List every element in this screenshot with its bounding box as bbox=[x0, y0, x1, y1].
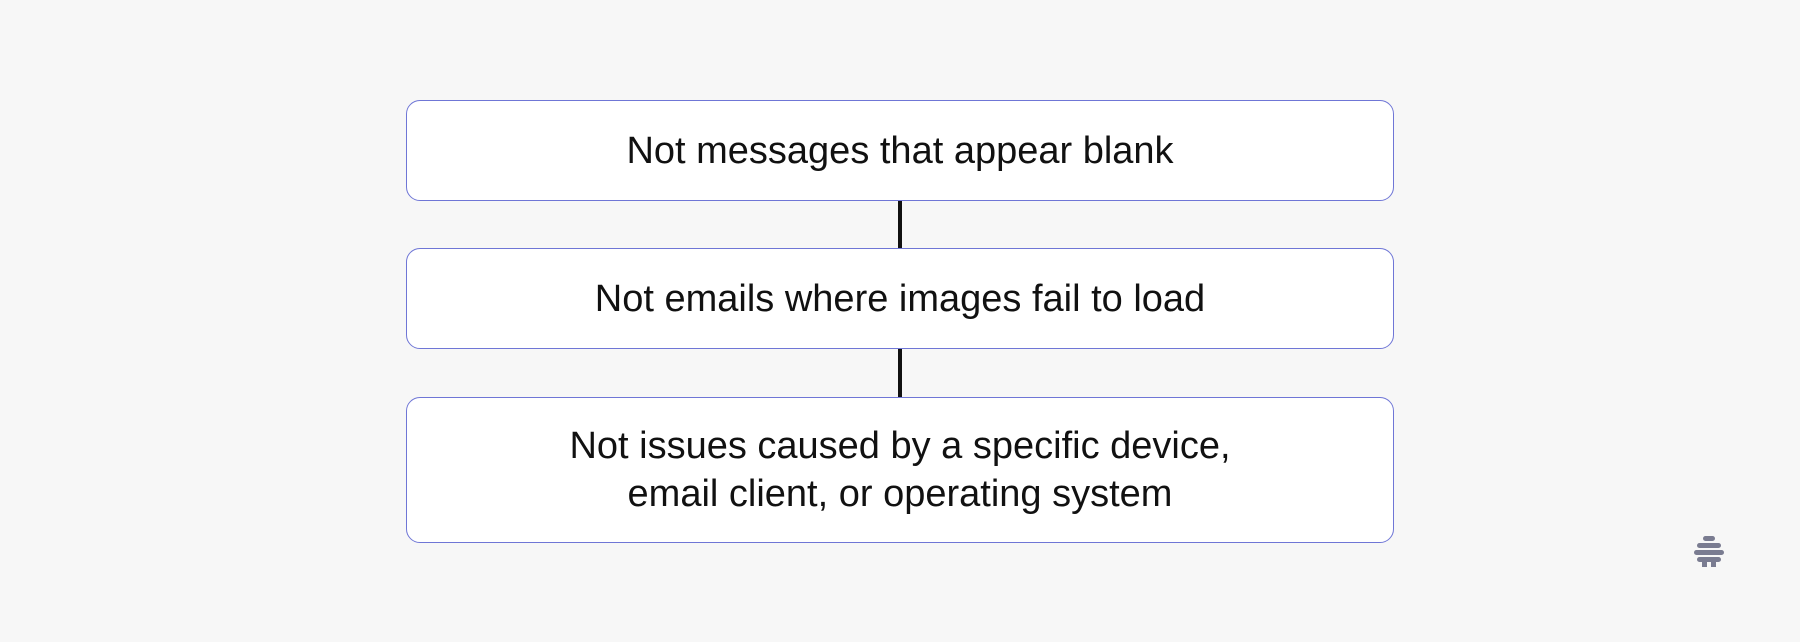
diagram-node-2: Not emails where images fail to load bbox=[406, 248, 1394, 349]
connector-2-3 bbox=[898, 349, 902, 397]
diagram-node-3: Not issues caused by a specific device, … bbox=[406, 397, 1394, 543]
node-3-text: Not issues caused by a specific device, … bbox=[569, 425, 1231, 515]
diagram-node-1: Not messages that appear blank bbox=[406, 100, 1394, 201]
connector-1-2 bbox=[898, 201, 902, 248]
node-2-text: Not emails where images fail to load bbox=[594, 277, 1206, 320]
beehive-logo-icon bbox=[1694, 536, 1724, 567]
node-1-text: Not messages that appear blank bbox=[626, 129, 1174, 172]
